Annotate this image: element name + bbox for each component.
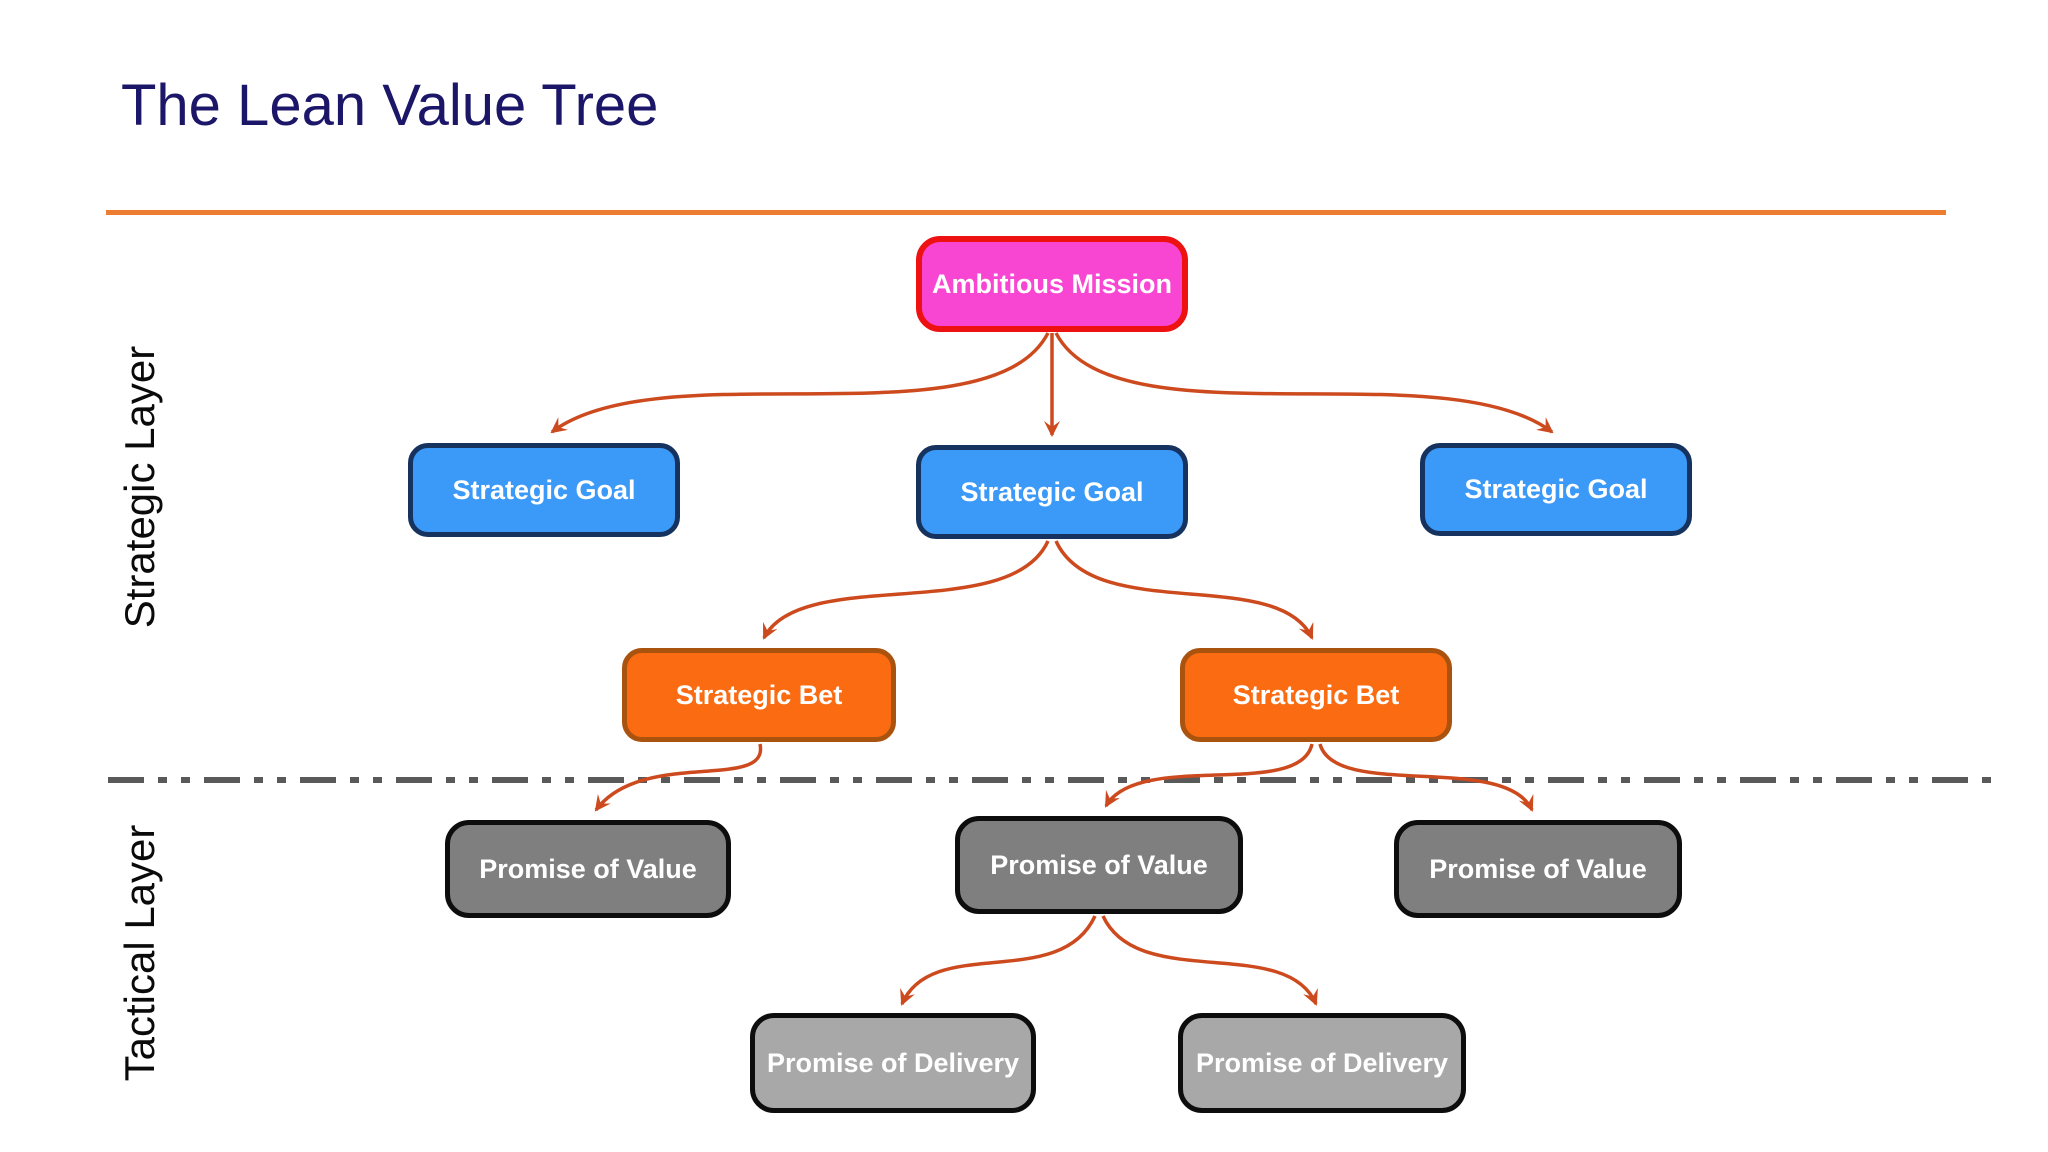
node-label: Strategic Bet	[675, 679, 843, 710]
node-promise-of-delivery-left: Promise of Delivery	[750, 1013, 1036, 1113]
edge-mission-goal-right	[1054, 332, 1554, 434]
page-title: The Lean Value Tree	[121, 73, 659, 138]
node-label: Strategic Goal	[452, 474, 636, 505]
node-promise-of-delivery-right: Promise of Delivery	[1178, 1013, 1466, 1113]
node-label: Strategic Goal	[1464, 474, 1648, 504]
edge-goal-bet-left	[762, 540, 1050, 640]
node-strategic-goal-center: Strategic Goal	[916, 445, 1188, 539]
node-label: Promise of Delivery	[766, 1047, 1020, 1078]
node-label: Ambitious Mission	[931, 268, 1172, 299]
node-label: Strategic Bet	[1232, 679, 1400, 710]
edge-bet-value-left	[594, 743, 763, 812]
node-ambitious-mission: Ambitious Mission	[916, 236, 1188, 332]
edge-bet-value-center	[1104, 743, 1314, 808]
edge-mission-goal-left	[550, 332, 1050, 434]
node-promise-of-value-center: Promise of Value	[955, 816, 1243, 914]
node-label: Promise of Value	[990, 849, 1208, 880]
node-label: Promise of Delivery	[1195, 1047, 1449, 1078]
title-underline-rule	[106, 210, 1946, 215]
edge-value-delivery-right	[1101, 915, 1318, 1006]
node-strategic-goal-right: Strategic Goal	[1420, 443, 1692, 536]
tactical-layer-label: Tactical Layer	[116, 824, 163, 1082]
edge-goal-bet-right	[1054, 540, 1314, 640]
strategic-layer-label: Strategic Layer	[116, 345, 163, 629]
node-label: Promise of Value	[1429, 853, 1647, 884]
edge-bet-value-right	[1318, 743, 1534, 812]
node-promise-of-value-left: Promise of Value	[445, 820, 731, 918]
node-label: Strategic Goal	[960, 476, 1144, 507]
node-label: Promise of Value	[479, 853, 697, 884]
node-promise-of-value-right: Promise of Value	[1394, 820, 1682, 918]
edge-value-delivery-left	[900, 915, 1097, 1006]
node-strategic-goal-left: Strategic Goal	[408, 443, 680, 537]
node-strategic-bet-left: Strategic Bet	[622, 648, 896, 742]
node-strategic-bet-right: Strategic Bet	[1180, 648, 1452, 742]
